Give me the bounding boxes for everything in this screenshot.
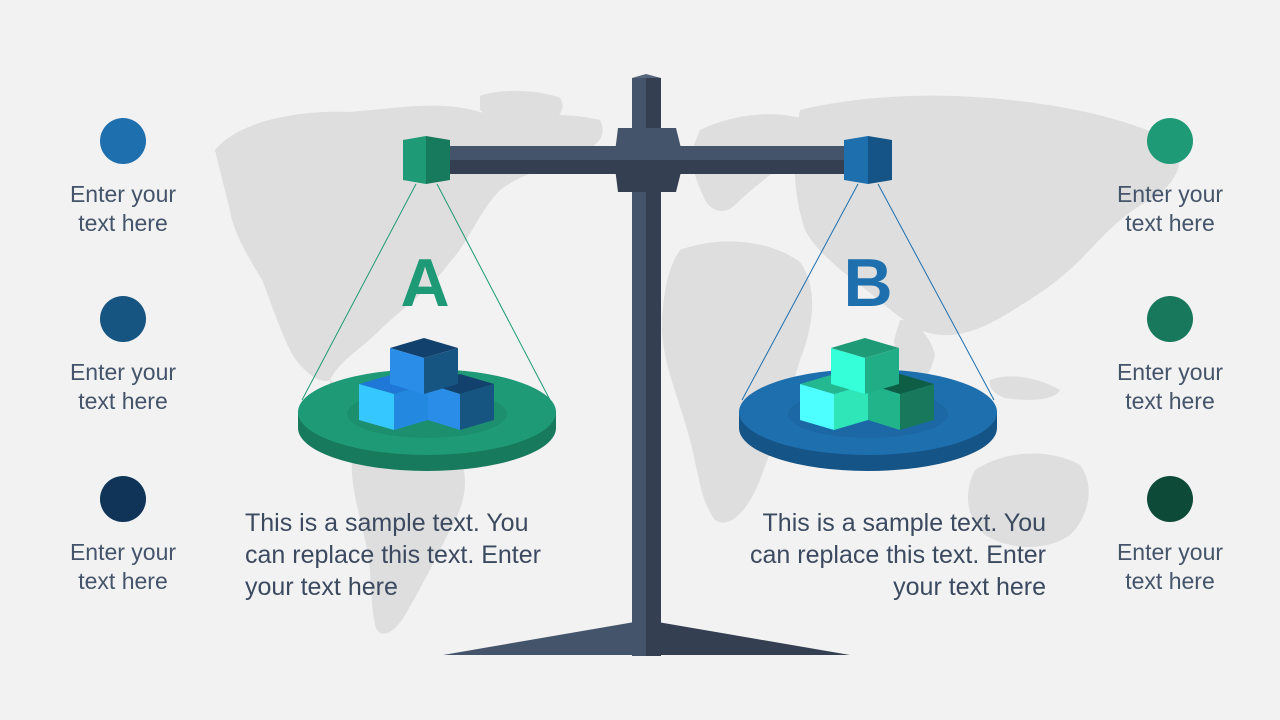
bullet-dot-icon [100, 296, 146, 342]
bullet-dot-icon [1147, 296, 1193, 342]
scale-base-left [443, 620, 646, 655]
right-bullet-2: Enter your text here [1100, 296, 1240, 416]
left-pan-strings [301, 183, 551, 401]
scale-pole-cap [632, 74, 661, 78]
bullet-dot-icon [100, 118, 146, 164]
pan-b-letter: B [843, 245, 892, 321]
right-bullet-3: Enter your text here [1100, 476, 1240, 596]
right-pan-cubes [800, 338, 934, 430]
right-bullet-3-text[interactable]: Enter your text here [1116, 539, 1224, 594]
scale-pole-left [632, 78, 646, 656]
bullet-dot-icon [1147, 476, 1193, 522]
right-bullet-1-text[interactable]: Enter your text here [1116, 181, 1224, 236]
right-bullet-2-text[interactable]: Enter your text here [1116, 359, 1224, 414]
left-bullet-3-text[interactable]: Enter your text here [69, 539, 177, 594]
description-b[interactable]: This is a sample text. You can replace t… [750, 509, 1046, 601]
pan-a-letter: A [400, 245, 449, 321]
left-bullet-3: Enter your text here [53, 476, 193, 596]
scale-base-right [646, 620, 850, 655]
scale-hub-top [614, 128, 684, 160]
left-pan-cubes [359, 338, 494, 430]
right-bullet-1: Enter your text here [1100, 118, 1240, 238]
scale-pole-right [646, 78, 661, 656]
bullet-dot-icon [1147, 118, 1193, 164]
right-hanger-block [844, 136, 892, 184]
left-bullet-2-text[interactable]: Enter your text here [69, 359, 177, 414]
left-bullet-1-text[interactable]: Enter your text here [69, 181, 177, 236]
bullet-dot-icon [100, 476, 146, 522]
scale-hub-bottom [614, 160, 684, 192]
left-bullet-1: Enter your text here [53, 118, 193, 238]
right-pan-strings [741, 183, 995, 401]
left-bullet-2: Enter your text here [53, 296, 193, 416]
left-hanger-block [403, 136, 450, 184]
description-a[interactable]: This is a sample text. You can replace t… [245, 509, 541, 601]
